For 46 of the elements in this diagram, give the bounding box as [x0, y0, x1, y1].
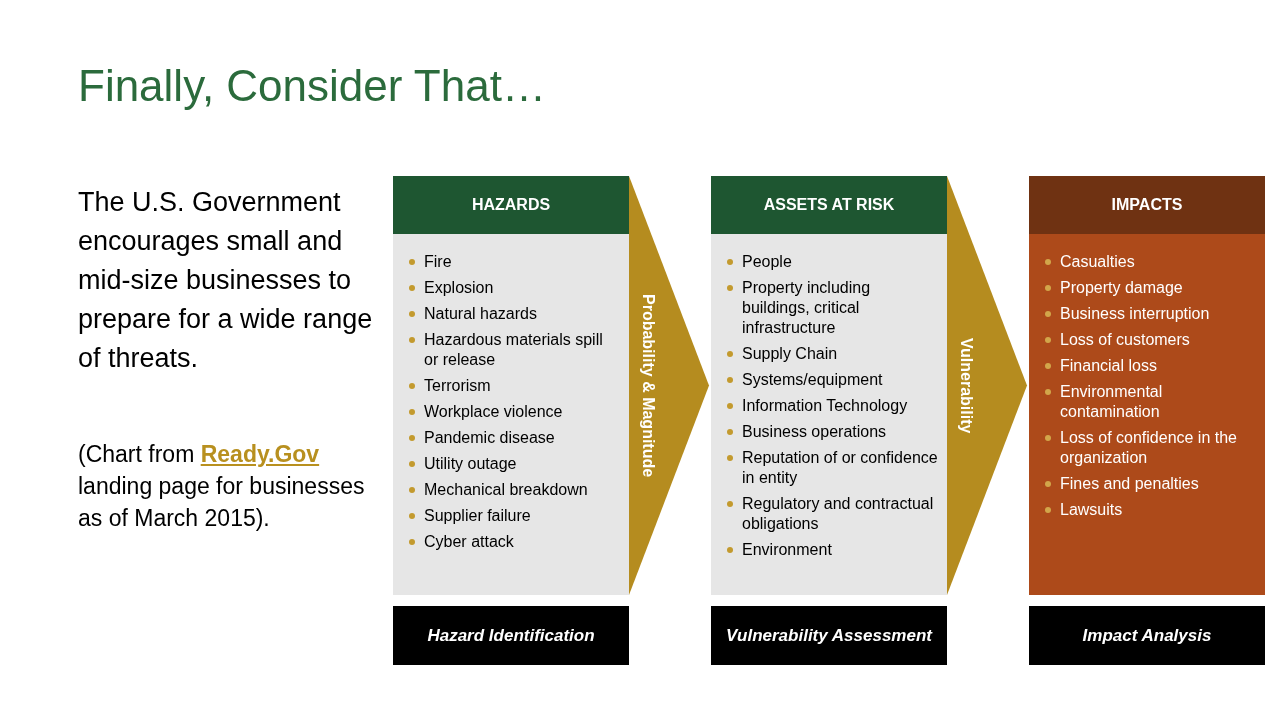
panel-header: ASSETS AT RISK [711, 176, 947, 234]
list-item: Lawsuits [1060, 500, 1123, 520]
list-item: Property damage [1060, 278, 1183, 298]
list-item: Regulatory and contractual obligations [742, 494, 935, 534]
edge-label: Probability & Magnitude [639, 294, 657, 478]
list-item: Business interruption [1060, 304, 1210, 324]
category-panel [711, 176, 947, 595]
list-item: Business operations [742, 422, 887, 442]
category-panel [393, 176, 629, 595]
list-item: Natural hazards [424, 304, 537, 324]
phase-box: Impact Analysis [1029, 606, 1265, 665]
list-item: Reputation of or confidence in entity [742, 448, 939, 488]
list-item: Environment [742, 540, 832, 560]
chevron-arrow [947, 176, 1027, 595]
list-item: Hazardous materials spill or release [424, 330, 604, 370]
list-item: Workplace violence [424, 402, 563, 422]
category-panel [1029, 176, 1265, 595]
list-item: Supplier failure [424, 506, 531, 526]
list-item: Explosion [424, 278, 494, 298]
list-item: Utility outage [424, 454, 517, 474]
list-item: Terrorism [424, 376, 491, 396]
list-item: Financial loss [1060, 356, 1157, 376]
source-link: Ready.Gov [200, 441, 320, 467]
list-item: Casualties [1060, 252, 1135, 272]
phase-box: Vulnerability Assessment [711, 606, 947, 665]
list-item: Information Technology [742, 396, 908, 416]
source-note: (Chart from Ready.Gov landing page for businesses as of March 2015). [78, 440, 366, 533]
list-item: Cyber attack [424, 532, 514, 552]
list-item: People [742, 252, 792, 272]
list-item: Mechanical breakdown [424, 480, 588, 500]
list-item: Environmental contamination [1060, 382, 1164, 422]
list-item: Property including buildings, critical infrastructure [742, 278, 872, 338]
phase-box: Hazard Identification [393, 606, 629, 665]
slide-title: Finally, Consider That… [78, 60, 546, 112]
body-text: The U.S. Government encourages small and mid-size businesses to prepare for a wide range of threats. [78, 186, 374, 375]
list-item: Supply Chain [742, 344, 838, 364]
list-item: Pandemic disease [424, 428, 555, 448]
list-item: Loss of confidence in the organization [1060, 428, 1238, 468]
panel-header: IMPACTS [1029, 176, 1265, 234]
list-item: Systems/equipment [742, 370, 883, 390]
panel-header: HAZARDS [393, 176, 629, 234]
edge-label: Vulnerability [957, 338, 975, 434]
list-item: Fire [424, 252, 452, 272]
list-item: Loss of customers [1060, 330, 1190, 350]
chevron-arrow [629, 176, 709, 595]
list-item: Fines and penalties [1060, 474, 1199, 494]
